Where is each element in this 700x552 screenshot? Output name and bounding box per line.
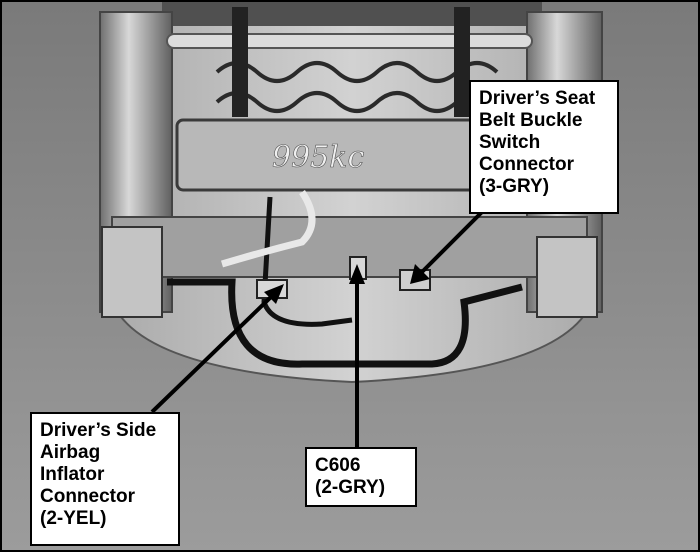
handwriting-mark: 995kc	[272, 140, 364, 175]
callout-line: Airbag	[40, 442, 101, 463]
wiring-harness	[167, 278, 523, 368]
callout-line: Switch	[479, 132, 541, 153]
callout-line: C606	[315, 455, 361, 476]
top-cross-bar	[166, 33, 533, 49]
callout-line: (2-GRY)	[315, 477, 386, 498]
arrow-seat-belt-head	[410, 264, 430, 284]
right-strap	[454, 7, 470, 117]
callout-line: Driver’s Side	[40, 420, 157, 441]
callout-line: (2-YEL)	[40, 508, 107, 529]
seat-belt-connector-callout: Driver’s Seat Belt Buckle Switch Connect…	[469, 80, 619, 214]
callout-line: Belt Buckle	[479, 110, 583, 131]
callout-line: Connector	[479, 154, 574, 175]
seat-back-top	[162, 2, 542, 26]
callout-line: Connector	[40, 486, 135, 507]
right-bracket	[536, 236, 598, 318]
callout-line: Inflator	[40, 464, 105, 485]
left-strap	[232, 7, 248, 117]
callout-line: Driver’s Seat	[479, 88, 596, 109]
arrow-airbag	[150, 294, 274, 414]
spring-wires	[215, 61, 499, 113]
airbag-connector-callout: Driver’s Side Airbag Inflator Connector …	[30, 412, 180, 546]
white-cable	[220, 190, 316, 268]
c606-connector-callout: C606 (2-GRY)	[305, 447, 417, 507]
arrow-c606-head	[349, 264, 365, 284]
left-bracket	[101, 226, 163, 318]
arrow-airbag-head	[264, 284, 284, 304]
callout-line: (3-GRY)	[479, 176, 550, 197]
